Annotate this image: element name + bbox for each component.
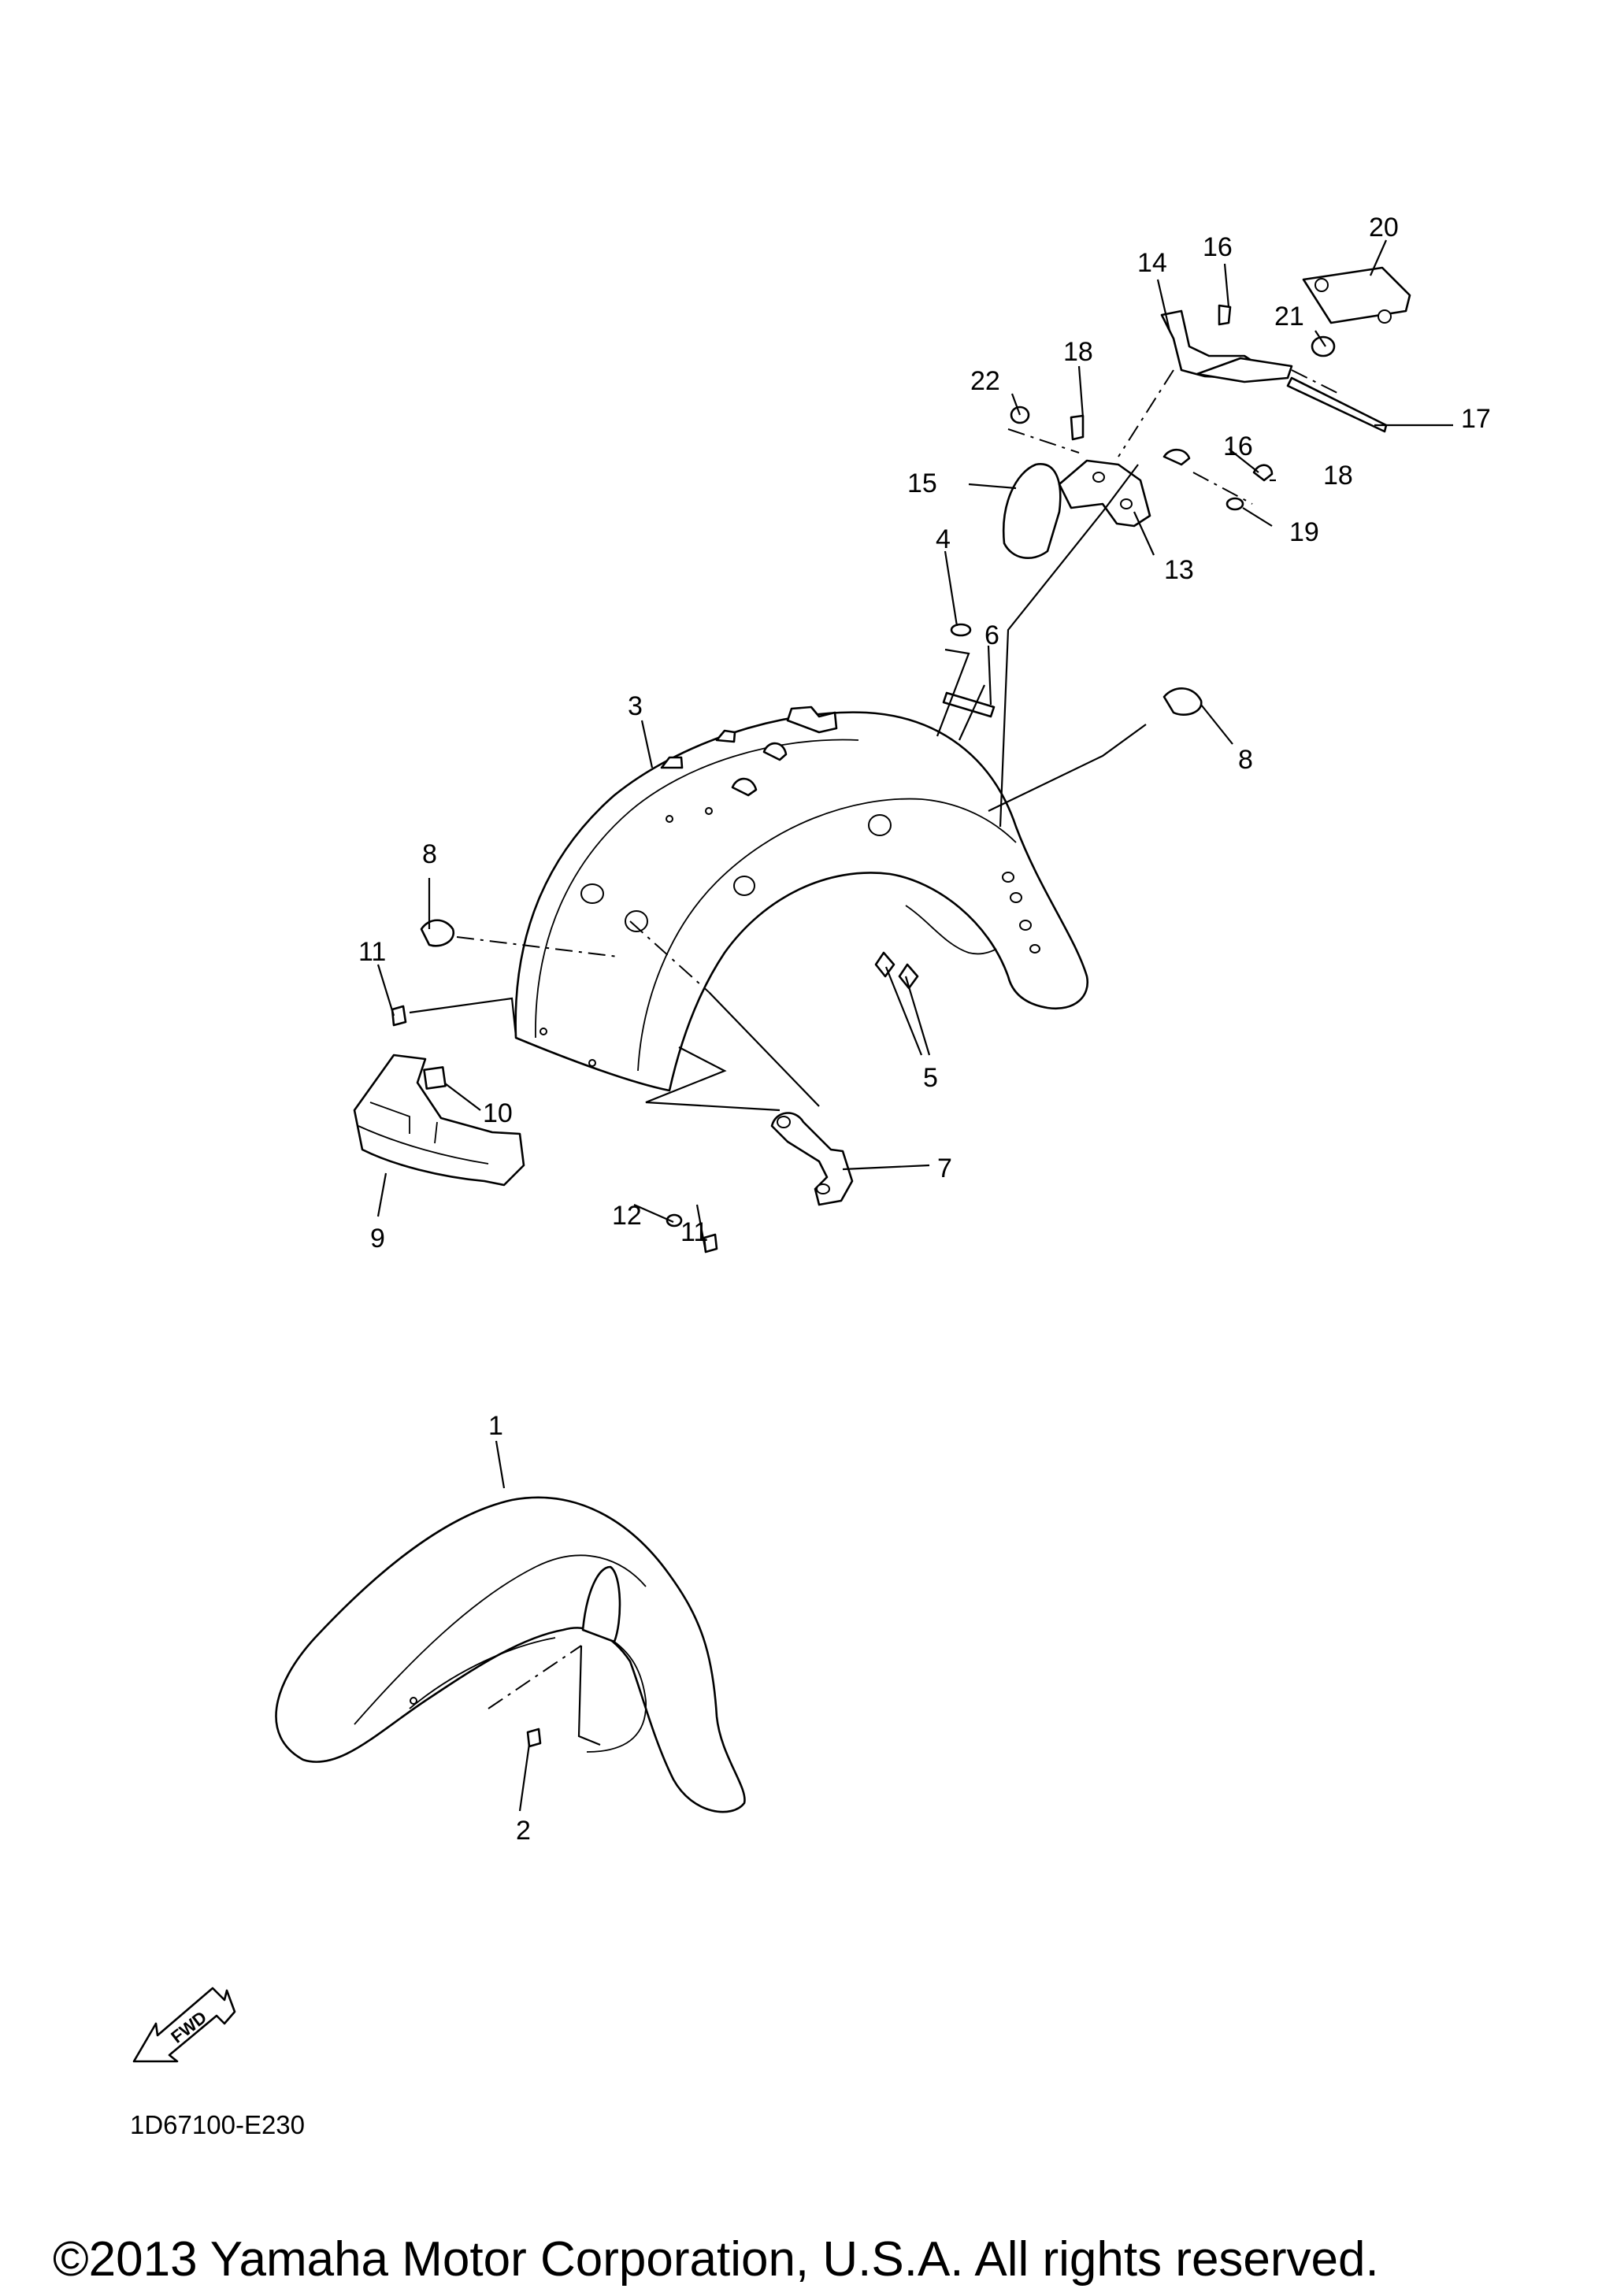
callout-21: 21 bbox=[1274, 302, 1304, 331]
callout-2: 2 bbox=[516, 1816, 531, 1846]
callout-5: 5 bbox=[923, 1063, 938, 1093]
bracket-7 bbox=[770, 1112, 854, 1206]
callout-22: 22 bbox=[970, 366, 1000, 396]
callout-20: 20 bbox=[1369, 213, 1399, 243]
callout-16a: 16 bbox=[1203, 232, 1233, 262]
fender-cover bbox=[353, 1054, 525, 1187]
callout-7: 7 bbox=[937, 1154, 952, 1183]
callout-19: 19 bbox=[1289, 517, 1319, 547]
callout-1: 1 bbox=[488, 1411, 503, 1441]
callout-3: 3 bbox=[628, 691, 643, 721]
front-fender bbox=[275, 1496, 746, 1813]
callout-labels: 1 2 3 4 5 6 7 8 8 9 10 11 11 12 13 14 15… bbox=[358, 213, 1491, 1846]
assembly-lines bbox=[409, 369, 1340, 1746]
callout-8a: 8 bbox=[422, 839, 437, 869]
small-hardware bbox=[391, 623, 1203, 1748]
callout-4: 4 bbox=[936, 524, 951, 554]
forward-arrow-icon: FWD bbox=[132, 1987, 236, 2063]
callout-6: 6 bbox=[984, 620, 999, 650]
callout-8b: 8 bbox=[1238, 745, 1253, 775]
callout-12: 12 bbox=[612, 1201, 642, 1231]
callout-18a: 18 bbox=[1063, 337, 1093, 367]
tail-bracket-assembly bbox=[1002, 266, 1411, 559]
leader-lines bbox=[376, 239, 1453, 1812]
callout-11a: 11 bbox=[358, 937, 386, 967]
callout-9: 9 bbox=[370, 1224, 385, 1254]
callout-15: 15 bbox=[907, 468, 937, 498]
callout-16b: 16 bbox=[1223, 431, 1253, 461]
callout-18b: 18 bbox=[1323, 461, 1353, 491]
callout-10: 10 bbox=[483, 1098, 513, 1128]
callout-11b: 11 bbox=[680, 1217, 708, 1247]
callout-14: 14 bbox=[1137, 248, 1167, 278]
copyright-notice: ©2013 Yamaha Motor Corporation, U.S.A. A… bbox=[53, 2232, 1379, 2287]
rear-fender bbox=[514, 705, 1089, 1092]
callout-17: 17 bbox=[1461, 404, 1491, 434]
callout-13: 13 bbox=[1164, 555, 1194, 585]
diagram-code: 1D67100-E230 bbox=[130, 2110, 305, 2139]
